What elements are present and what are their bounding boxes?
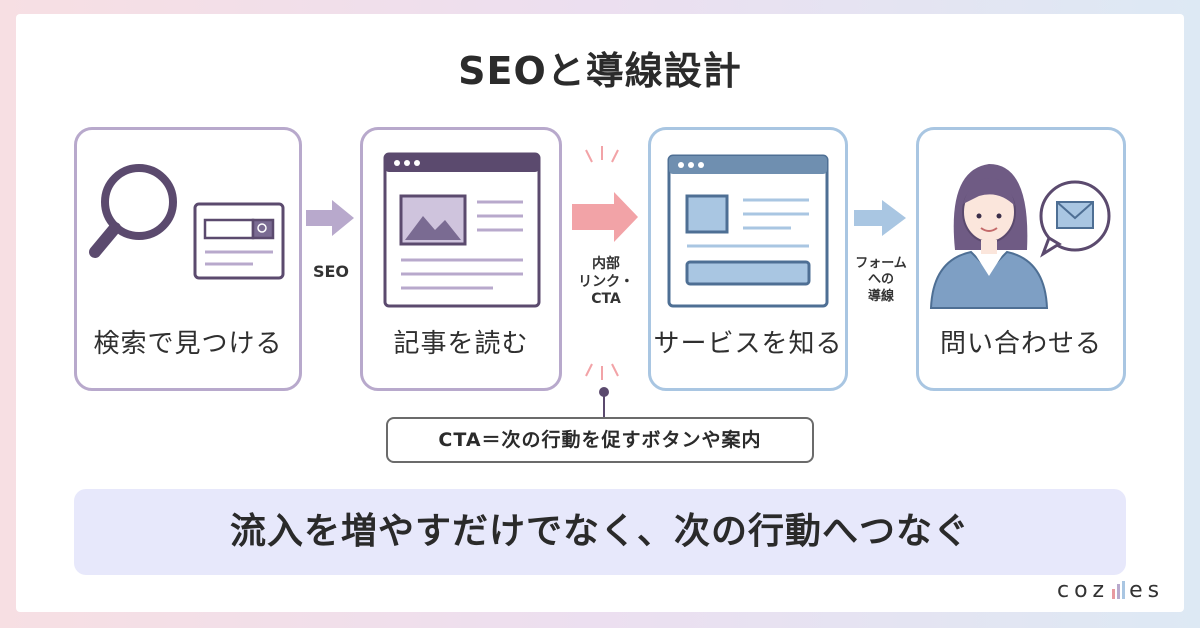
diagram-title: SEOと導線設計 — [458, 49, 742, 93]
step-search-card: 検索で見つける — [74, 127, 302, 391]
article-window-icon — [383, 152, 541, 308]
step-label: 記事を読む — [393, 329, 529, 359]
step-service-card: サービスを知る — [648, 127, 848, 391]
arrow-label-form: フォーム への 導線 — [855, 256, 907, 304]
step-label: サービスを知る — [653, 329, 843, 359]
arrow-label-seo: SEO — [312, 262, 350, 281]
mail-bubble-icon — [1039, 180, 1111, 258]
search-bar-icon — [193, 202, 285, 280]
logo-bars-icon — [1112, 580, 1126, 599]
magnifier-icon — [89, 164, 285, 280]
service-window-icon — [667, 154, 829, 308]
step-contact-card: 問い合わせる — [916, 127, 1126, 391]
arrow-right-icon — [854, 200, 906, 236]
step-article-card: 記事を読む — [360, 127, 562, 391]
arrow-right-icon — [306, 200, 354, 236]
arrow-right-emphasis-icon — [572, 146, 638, 380]
step-label: 問い合わせる — [939, 329, 1102, 359]
summary-banner: 流入を増やすだけでなく、次の行動へつなぐ — [74, 489, 1126, 575]
cta-connector — [599, 387, 609, 418]
brand-logo: coz es — [1057, 578, 1165, 603]
step-label: 検索で見つける — [93, 329, 283, 359]
arrow-label-internal-link: 内部 リンク・ CTA — [578, 256, 634, 307]
person-icon — [929, 164, 1049, 309]
cta-note: CTA＝次の行動を促すボタンや案内 — [386, 417, 814, 463]
